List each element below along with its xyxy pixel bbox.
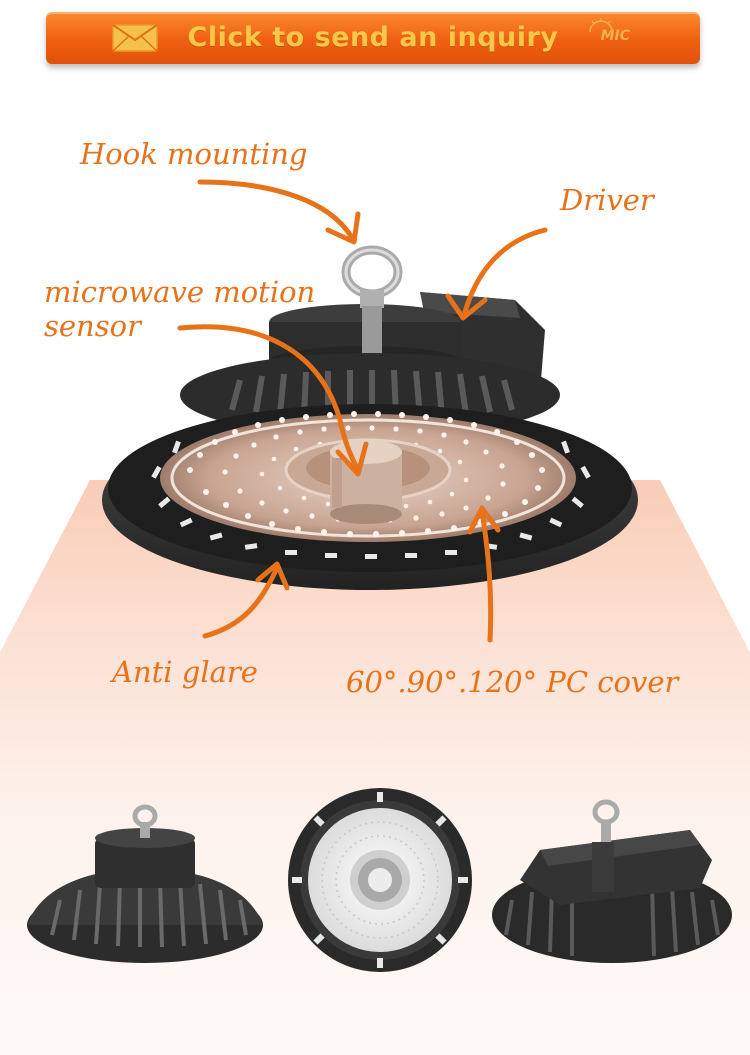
thumbnail-back-view xyxy=(492,799,732,963)
label-hook-mounting: Hook mounting xyxy=(80,137,308,171)
banner-text: Click to send an inquiry xyxy=(187,22,559,53)
label-pc-cover: 60°.90°.120° PC cover xyxy=(346,665,679,699)
mail-icon xyxy=(112,24,158,52)
label-sensor-line1: microwave motion xyxy=(44,275,316,309)
inquiry-banner-button[interactable]: Click to send an inquiry MIC xyxy=(46,12,700,64)
banner-logo: MIC xyxy=(600,28,630,44)
label-driver: Driver xyxy=(560,183,654,217)
thumbnail-side-view xyxy=(27,804,263,963)
label-sensor-line2: sensor xyxy=(44,309,141,343)
label-anti-glare: Anti glare xyxy=(112,655,258,689)
high-bay-light-main xyxy=(102,245,638,590)
thumbnail-front-view xyxy=(288,788,472,972)
callout-arrows xyxy=(177,179,548,643)
logo-sun-icon xyxy=(589,18,613,32)
